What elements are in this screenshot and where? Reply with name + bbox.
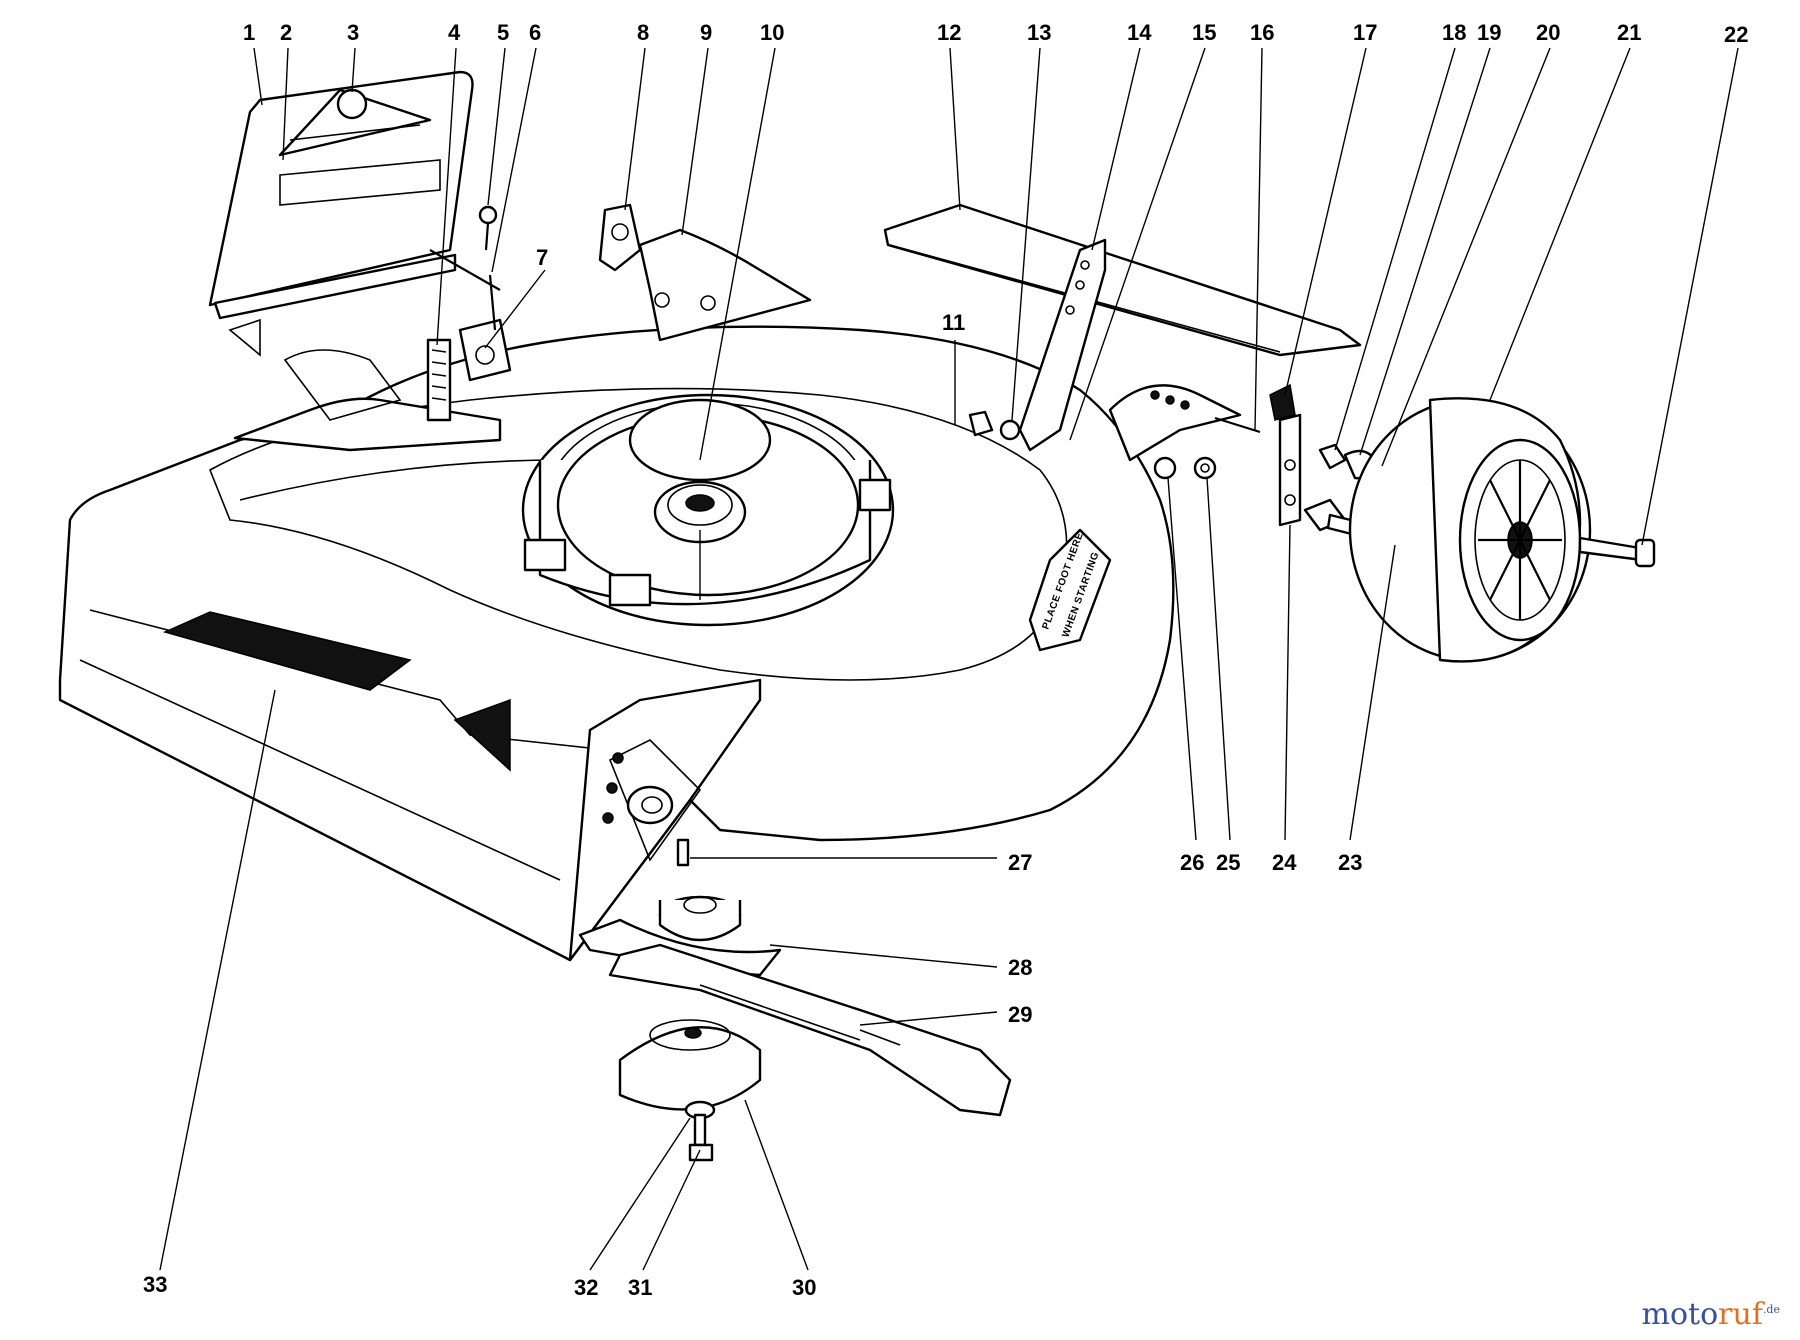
callout-1: 1 [243, 20, 255, 45]
callout-21: 21 [1617, 20, 1641, 45]
hinge-assembly [426, 205, 512, 422]
callout-24: 24 [1272, 850, 1297, 875]
front-decal [162, 611, 412, 691]
callout-25: 25 [1216, 850, 1240, 875]
blade-assembly [578, 838, 1012, 1162]
callout-27: 27 [1008, 850, 1032, 875]
callout-30: 30 [792, 1275, 816, 1300]
front-height-bracket [568, 678, 762, 962]
callout-12: 12 [937, 20, 961, 45]
callout-29: 29 [1008, 1002, 1032, 1027]
callout-4: 4 [448, 20, 461, 45]
callout-6: 6 [529, 20, 541, 45]
callout-19: 19 [1477, 20, 1501, 45]
callout-23: 23 [1338, 850, 1362, 875]
callout-8: 8 [637, 20, 649, 45]
callout-9: 9 [700, 20, 712, 45]
handle-bracket-left [598, 203, 812, 342]
callout-15: 15 [1192, 20, 1216, 45]
mower-deck-housing [58, 325, 1175, 962]
rear-door-cover [208, 70, 474, 357]
engine-mount-bowl [521, 393, 895, 627]
callout-7: 7 [536, 245, 548, 270]
callout-26: 26 [1180, 850, 1204, 875]
callout-labels: 1 2 3 4 5 6 7 8 9 10 11 12 13 14 15 16 1… [143, 20, 1748, 1300]
callout-32: 32 [574, 1275, 598, 1300]
callout-13: 13 [1027, 20, 1051, 45]
height-adjust-lever [968, 238, 1302, 527]
watermark-tld: .de [1762, 1303, 1780, 1316]
callout-33: 33 [143, 1272, 167, 1297]
callout-31: 31 [628, 1275, 652, 1300]
callout-18: 18 [1442, 20, 1466, 45]
watermark-accent: ruf [1718, 1297, 1763, 1332]
rear-wheel [1348, 397, 1656, 663]
callout-17: 17 [1353, 20, 1377, 45]
callout-14: 14 [1127, 20, 1152, 45]
callout-11: 11 [942, 310, 965, 335]
watermark-main: moto [1641, 1297, 1719, 1332]
callout-16: 16 [1250, 20, 1274, 45]
callout-5: 5 [497, 20, 509, 45]
callout-22: 22 [1724, 22, 1748, 47]
callout-20: 20 [1536, 20, 1560, 45]
callout-10: 10 [760, 20, 784, 45]
callout-28: 28 [1008, 955, 1032, 980]
callout-3: 3 [347, 20, 359, 45]
callout-2: 2 [280, 20, 292, 45]
watermark-logo: motoruf.de [1642, 1297, 1780, 1332]
leader-lines [159, 47, 1739, 1271]
